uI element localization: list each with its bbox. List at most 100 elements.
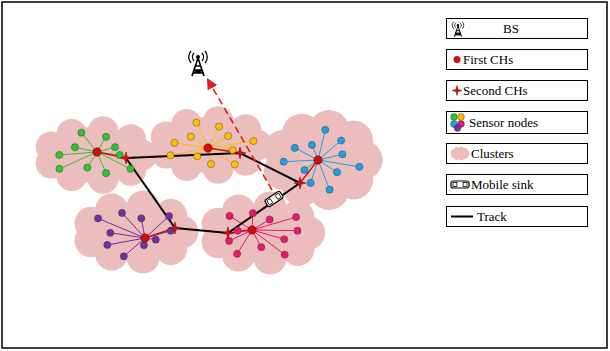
sensor-link [98,218,145,238]
sensor-node [307,179,314,186]
sensor-link [252,230,285,255]
cluster-cloud [333,121,373,161]
sensor-node [215,123,222,130]
legend-text: Track [447,207,587,226]
sensor-link [59,152,97,155]
first-ch [141,234,149,242]
cluster-cloud [56,119,87,150]
sensor-node [127,165,134,172]
sensor-node [292,213,299,220]
sensor-node [94,215,101,222]
legend-entry: Clusters [446,143,588,164]
legend-text: Second CHs [447,81,587,100]
sensor-node [102,133,109,140]
sensor-node [104,241,111,248]
legend-text: Clusters [447,144,587,163]
first-ch [314,156,322,164]
cluster-cloud [95,193,128,226]
sensor-link [252,230,298,232]
sensor-node [71,144,78,151]
sensor-node [356,163,363,170]
sensor-node [333,169,340,176]
legend-entry: Mobile sink [446,174,588,195]
sensor-node [225,237,232,244]
cluster-cloud [462,148,468,154]
legend-entry: Track [446,206,588,227]
cluster-cloud [230,114,261,145]
sensor-node [225,132,232,139]
sensor-node [171,139,178,146]
cluster-cloud [203,153,234,184]
sensor-node [458,114,465,121]
sensor-node [308,141,315,148]
sensor-node [249,210,256,217]
sensor-node [339,151,346,158]
sensor-node [250,137,257,144]
first-ch [454,56,461,63]
legend-text: Mobile sink [447,175,587,194]
sensor-node [102,170,109,177]
sensor-node [294,227,301,234]
sensor-node [226,212,233,219]
cluster-cloud [254,242,287,275]
track [126,153,300,233]
sensor-node [187,133,194,140]
sensor-node [84,164,91,171]
sensor-link [318,160,359,167]
sensor-node [337,137,344,144]
nodes [56,51,363,260]
first-ch [204,144,212,152]
sensor-node [281,236,288,243]
bs-icon [452,22,463,37]
sensor-node [454,125,461,132]
sensor-node [326,186,333,193]
sensor-link [284,160,318,162]
sensor-link [59,152,97,169]
second-ch [120,152,132,164]
legend-text: Sensor nodes [447,112,587,133]
sensor-link [174,143,208,148]
sensor-node [322,126,329,133]
second-ch [452,86,462,96]
sensor-link [122,213,145,238]
sensor-node [291,144,298,151]
sensor-link [318,130,325,160]
sensor-link [252,230,284,239]
track-line [451,216,473,218]
track-line [126,153,300,233]
clusters [36,106,383,274]
second-ch [294,177,306,189]
mobile-sink [451,181,469,188]
sensor-node [107,229,114,236]
sensor-node [152,236,159,243]
second-ch [234,147,246,159]
second-ch [222,227,234,239]
legend-text: First CHs [447,50,587,69]
mobile-sink [264,191,283,208]
sensor-node [194,153,201,160]
cluster-cloud [127,241,160,274]
first-ch [248,226,256,234]
cluster-cloud [88,163,119,194]
sensor-link [318,160,330,190]
sensor-node [207,161,214,168]
sensor-node [234,227,241,234]
sensor-node [231,161,238,168]
sensor-node [165,212,172,219]
sensor-node [140,242,147,249]
sensor-link [252,217,296,230]
sensor-node [234,250,241,257]
legend-text: BS [447,19,587,38]
sensor-node [118,209,125,216]
sensor-node [138,215,145,222]
cluster-cloud [171,109,202,140]
sensor-node [111,144,118,151]
sensor-node [56,151,63,158]
legend-entry: Sensor nodes [446,111,588,134]
sensor-node [120,253,127,260]
sensor-node [281,251,288,258]
sensor-node [451,114,458,121]
sensor-node [78,129,85,136]
sensor-node [266,216,273,223]
bs-icon [189,51,208,76]
